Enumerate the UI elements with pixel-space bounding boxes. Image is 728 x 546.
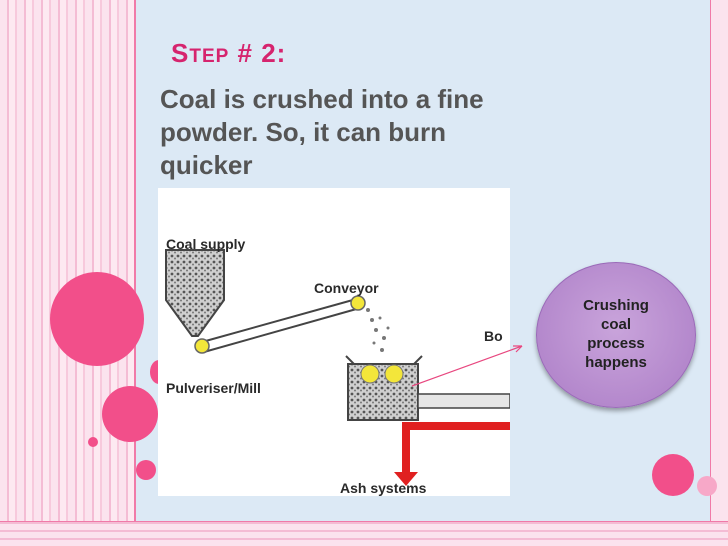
label-pulveriser: Pulveriser/Mill — [166, 380, 261, 396]
conveyor-belt — [203, 307, 361, 353]
slide-title: STEP # 2: — [171, 38, 287, 68]
conveyor-roller — [350, 295, 366, 311]
callout-line: Crushing — [583, 297, 649, 314]
ash-pipe — [402, 424, 510, 430]
conveyor-belt — [201, 297, 361, 343]
mill-roller — [360, 364, 380, 384]
callout-bubble: Crushing coal process happens — [536, 262, 696, 408]
slide-body-text: Coal is crushed into a fine powder. So, … — [160, 84, 484, 180]
ash-pipe-down — [402, 424, 410, 474]
mill-roller — [384, 364, 404, 384]
coal-plant-diagram: Coal supply Conveyor Bo Pulveriser/Mill … — [158, 188, 511, 496]
callout-line: coal — [600, 316, 631, 333]
bottom-stripe-decoration — [0, 522, 728, 546]
right-stripe-decoration — [711, 0, 728, 546]
callout-line: happens — [585, 354, 647, 371]
left-stripe-decoration — [0, 0, 134, 546]
label-boiler: Bo — [484, 328, 503, 344]
decor-dot — [88, 437, 98, 447]
decor-circle-small — [136, 460, 156, 480]
label-coal-supply: Coal supply — [166, 236, 246, 252]
coal-hopper — [165, 249, 225, 337]
callout-arrow-line — [411, 345, 523, 387]
callout-arrow-head — [513, 345, 523, 353]
decor-circle-medium — [102, 386, 158, 442]
callout-line: process — [587, 335, 645, 352]
decor-circle-right-small — [697, 476, 717, 496]
label-ash-systems: Ash systems — [340, 480, 427, 496]
label-conveyor: Conveyor — [314, 280, 379, 296]
left-divider-line — [134, 0, 136, 546]
conveyor-roller — [194, 338, 210, 354]
ash-arrow — [394, 472, 418, 486]
diagram-drawing — [165, 249, 511, 486]
falling-coal-particles — [366, 308, 390, 352]
decor-circle-large — [50, 272, 144, 366]
callout-text: Crushing coal process happens — [537, 296, 695, 372]
decor-circle-right — [652, 454, 694, 496]
pulveriser-mill — [347, 363, 419, 421]
